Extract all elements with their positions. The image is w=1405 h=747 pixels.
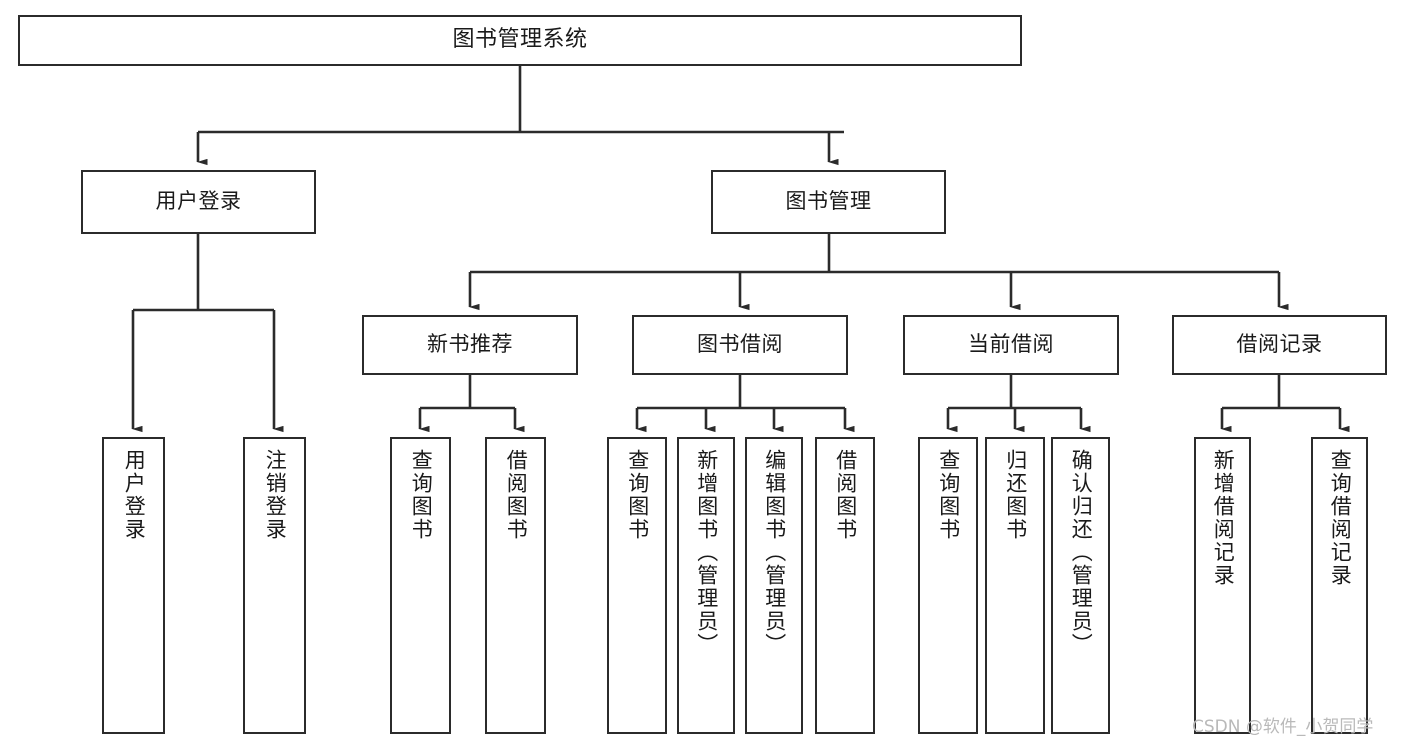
node-root-book-management-system[interactable]: 图书管理系统 bbox=[18, 15, 1022, 66]
node-current-borrowing[interactable]: 当前借阅 bbox=[903, 315, 1119, 375]
node-label: 新增借阅记录 bbox=[1211, 449, 1236, 587]
node-label: 图书管理系统 bbox=[452, 27, 588, 53]
node-label: 用户登录 bbox=[122, 449, 147, 541]
leaf-query-books-current[interactable]: 查询图书 bbox=[918, 437, 978, 734]
leaf-query-books-borrowing[interactable]: 查询图书 bbox=[607, 437, 667, 734]
node-borrow-records[interactable]: 借阅记录 bbox=[1172, 315, 1387, 375]
leaf-edit-book-admin[interactable]: 编辑图书（管理员） bbox=[745, 437, 803, 734]
node-label: 借阅图书 bbox=[504, 449, 529, 541]
leaf-add-book-admin[interactable]: 新增图书（管理员） bbox=[677, 437, 735, 734]
node-label: 确认归还（管理员） bbox=[1069, 449, 1094, 656]
node-label: 查询图书 bbox=[625, 449, 650, 541]
node-book-management[interactable]: 图书管理 bbox=[711, 170, 946, 234]
node-label: 查询图书 bbox=[409, 449, 434, 541]
watermark-csdn: CSDN @软件_小贺同学 bbox=[1192, 717, 1374, 737]
node-label: 图书管理 bbox=[785, 189, 872, 214]
node-user-login[interactable]: 用户登录 bbox=[81, 170, 316, 234]
leaf-add-borrow-record[interactable]: 新增借阅记录 bbox=[1194, 437, 1251, 734]
leaf-return-books[interactable]: 归还图书 bbox=[985, 437, 1045, 734]
leaf-query-borrow-record[interactable]: 查询借阅记录 bbox=[1311, 437, 1368, 734]
leaf-logout[interactable]: 注销登录 bbox=[243, 437, 306, 734]
leaf-borrow-books[interactable]: 借阅图书 bbox=[815, 437, 875, 734]
node-new-book-recommendation[interactable]: 新书推荐 bbox=[362, 315, 578, 375]
leaf-query-books-newbook[interactable]: 查询图书 bbox=[390, 437, 451, 734]
node-label: 新增图书（管理员） bbox=[694, 449, 719, 656]
node-book-borrowing[interactable]: 图书借阅 bbox=[632, 315, 848, 375]
leaf-user-login[interactable]: 用户登录 bbox=[102, 437, 165, 734]
node-label: 编辑图书（管理员） bbox=[762, 449, 787, 656]
node-label: 借阅图书 bbox=[833, 449, 858, 541]
leaf-borrow-books-newbook[interactable]: 借阅图书 bbox=[485, 437, 546, 734]
node-label: 用户登录 bbox=[155, 189, 242, 214]
node-label: 查询借阅记录 bbox=[1328, 449, 1353, 587]
node-label: 查询图书 bbox=[936, 449, 961, 541]
node-label: 注销登录 bbox=[263, 449, 288, 541]
node-label: 当前借阅 bbox=[968, 332, 1054, 357]
node-label: 借阅记录 bbox=[1236, 332, 1323, 357]
node-label: 归还图书 bbox=[1003, 449, 1028, 541]
node-label: 图书借阅 bbox=[697, 332, 783, 357]
node-label: 新书推荐 bbox=[427, 332, 513, 357]
leaf-confirm-return-admin[interactable]: 确认归还（管理员） bbox=[1051, 437, 1110, 734]
